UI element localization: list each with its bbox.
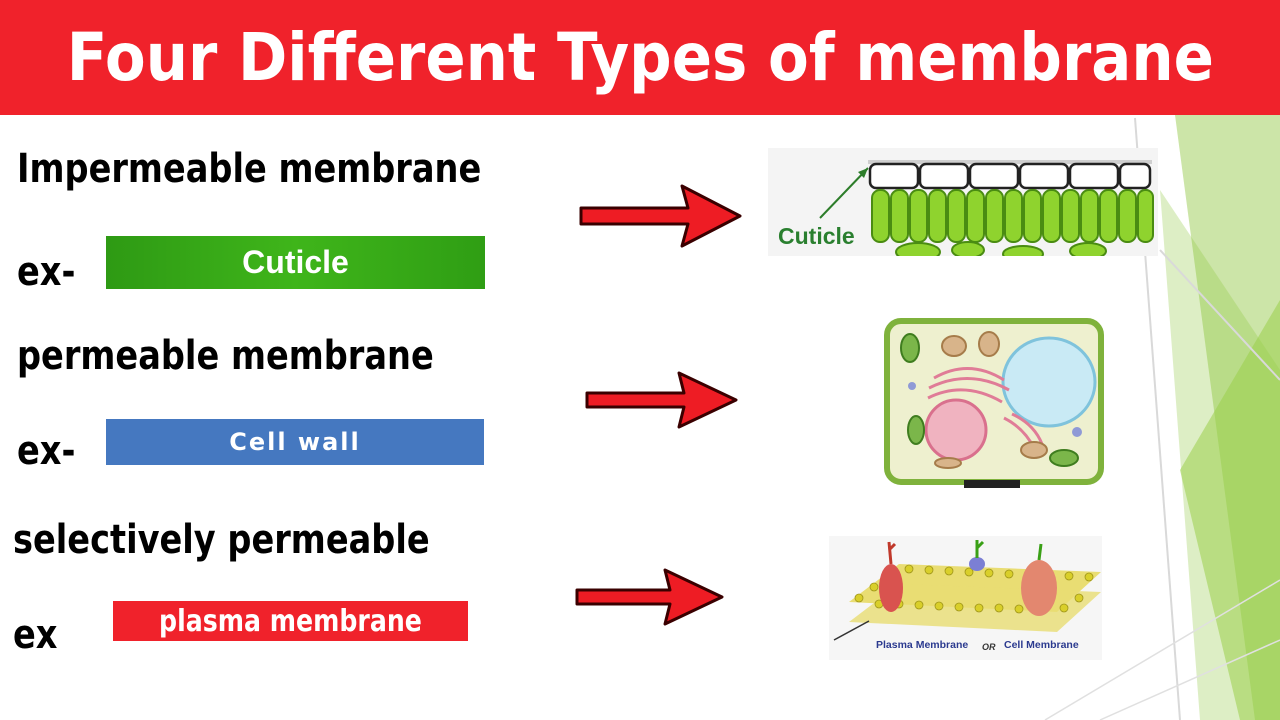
ex-label-1: ex- [17,249,76,295]
cell-membrane-image-label: Cell Membrane [1004,639,1079,651]
example-plasma-label: plasma membrane [159,603,422,639]
decorative-background [1044,115,1280,720]
example-box-cell-wall: Cell wall [106,419,484,465]
right-arrow-icon [585,371,738,429]
ex-label-2: ex- [17,428,76,474]
plant-cell-illustration [884,318,1104,488]
plasma-membrane-image-label: Plasma Membrane [876,639,968,651]
right-arrow-icon [575,568,724,626]
plasma-membrane-illustration: Plasma Membrane OR Cell Membrane [829,536,1102,660]
heading-impermeable: Impermeable membrane [17,146,482,192]
cuticle-image-label: Cuticle [778,223,855,249]
right-arrow-icon [579,184,742,248]
or-image-label: OR [982,642,996,652]
page-title: Four Different Types of membrane [66,19,1214,96]
ex-label-3: ex [13,612,58,658]
heading-selectively-permeable: selectively permeable [13,517,430,563]
example-box-plasma-membrane: plasma membrane [113,601,468,641]
leaf-cuticle-illustration: Cuticle [768,148,1158,256]
title-bar: Four Different Types of membrane [0,0,1280,115]
example-box-cuticle: Cuticle [106,236,485,289]
heading-permeable: permeable membrane [17,333,434,379]
